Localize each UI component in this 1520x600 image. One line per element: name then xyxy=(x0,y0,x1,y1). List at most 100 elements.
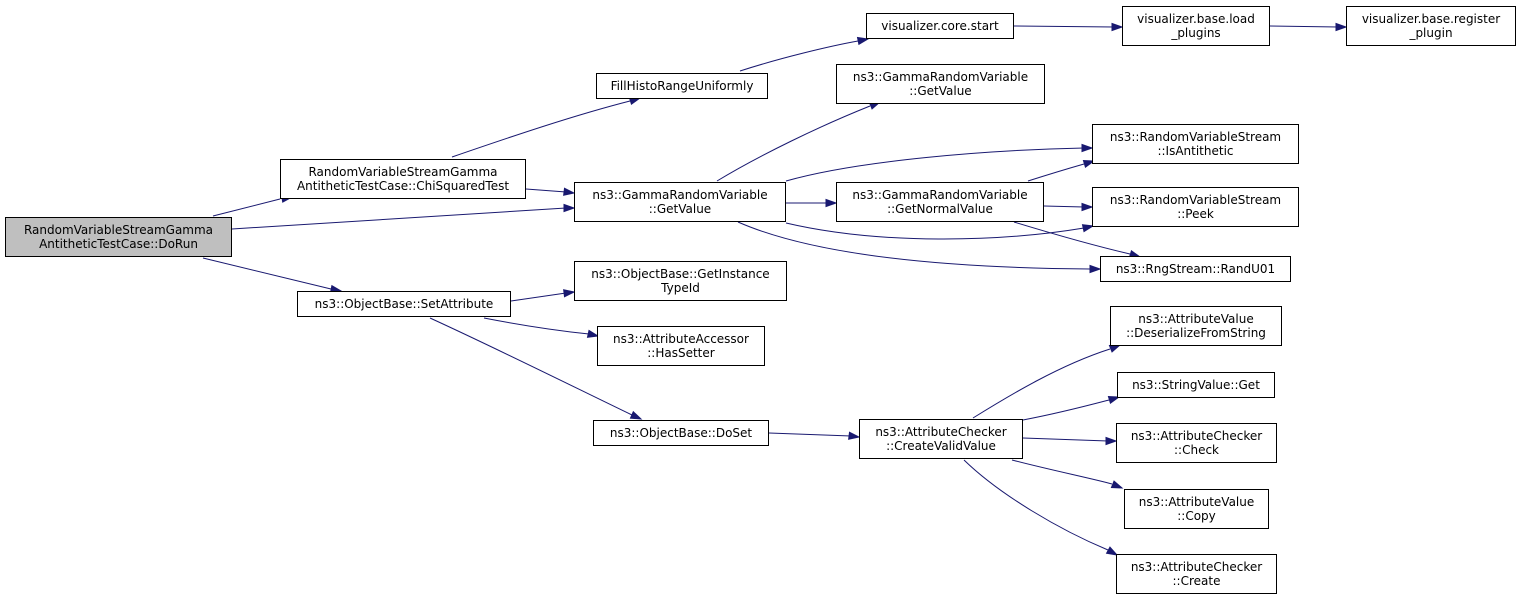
edge-normal-peek xyxy=(1043,202,1094,212)
node-peek-line1: ns3::RandomVariableStream xyxy=(1109,193,1282,207)
node-chisquaredtest-line2: AntitheticTestCase::ChiSquaredTest xyxy=(296,179,510,193)
node-randu01[interactable]: ns3::RngStream::RandU01 xyxy=(1100,256,1291,282)
node-hassetter[interactable]: ns3::AttributeAccessor::HasSetter xyxy=(597,326,765,366)
edge-normal-isanti xyxy=(1027,159,1096,182)
edge-setattr-hassetter xyxy=(483,317,600,338)
node-getinstancetypeid-line2: TypeId xyxy=(661,281,700,295)
node-fillhistorange-label: FillHistoRangeUniformly xyxy=(610,79,754,93)
node-isantithetic-line1: ns3::RandomVariableStream xyxy=(1109,130,1282,144)
edge-dorun-gamma xyxy=(231,203,576,230)
node-visualizer-load-plugins[interactable]: visualizer.base.load_plugins xyxy=(1122,6,1270,46)
node-dorun-line1: RandomVariableStreamGamma xyxy=(23,223,214,237)
edge-gamma-isanti xyxy=(785,143,1094,182)
edge-createvalid-deser xyxy=(972,344,1122,419)
node-gamma-getnormalvalue-line1: ns3::GammaRandomVariable xyxy=(852,188,1028,202)
edge-visload-visreg-arrowhead xyxy=(1335,22,1348,32)
edge-setattr-hassetter-arrowhead xyxy=(586,329,600,338)
node-visualizer-register-plugin-line1: visualizer.base.register xyxy=(1361,12,1501,26)
node-deserializefromstring-line2: ::DeserializeFromString xyxy=(1126,326,1266,340)
node-peek[interactable]: ns3::RandomVariableStream::Peek xyxy=(1092,187,1299,227)
edge-setattr-doset-arrowhead xyxy=(629,410,643,420)
node-copy-line2: ::Copy xyxy=(1177,509,1216,523)
edge-gamma-isanti-arrowhead xyxy=(1081,143,1094,153)
node-dorun-line2: AntitheticTestCase::DoRun xyxy=(39,237,198,251)
edge-createvalid-copy-arrowhead xyxy=(1110,480,1124,489)
node-check[interactable]: ns3::AttributeChecker::Check xyxy=(1116,423,1277,463)
edge-gamma-gammatop xyxy=(716,101,882,182)
edge-createvalid-check-arrowhead xyxy=(1105,436,1118,446)
node-isantithetic-line2: ::IsAntithetic xyxy=(1157,144,1234,158)
node-gamma-getvalue[interactable]: ns3::GammaRandomVariable::GetValue xyxy=(574,182,786,222)
edge-gamma-peek xyxy=(785,222,1095,240)
node-gamma-getnormalvalue[interactable]: ns3::GammaRandomVariable::GetNormalValue xyxy=(836,182,1044,222)
edge-gamma-randu-arrowhead xyxy=(1089,264,1102,274)
node-check-line2: ::Check xyxy=(1174,443,1219,457)
edge-createvalid-check xyxy=(1022,436,1118,446)
edge-gamma-randu xyxy=(737,221,1102,274)
node-setattribute[interactable]: ns3::ObjectBase::SetAttribute xyxy=(297,291,511,317)
node-check-line1: ns3::AttributeChecker xyxy=(1130,429,1263,443)
node-getinstancetypeid-line1: ns3::ObjectBase::GetInstance xyxy=(591,267,770,281)
node-chisquaredtest-line1: RandomVariableStreamGamma xyxy=(308,165,498,179)
edge-setattr-doset xyxy=(429,317,643,420)
node-visualizer-core-start[interactable]: visualizer.core.start xyxy=(866,13,1014,39)
edge-chisq-gamma-arrowhead xyxy=(563,187,576,196)
node-gamma-getvalue-top-line2: ::GetValue xyxy=(909,84,972,98)
edge-doset-createvalid xyxy=(768,431,861,440)
node-doset[interactable]: ns3::ObjectBase::DoSet xyxy=(593,420,769,446)
edge-visload-visreg xyxy=(1269,22,1348,32)
node-visualizer-load-plugins-line2: _plugins xyxy=(1171,26,1221,40)
edge-gamma-peek-arrowhead xyxy=(1081,224,1095,233)
node-gamma-getvalue-line2: ::GetValue xyxy=(648,202,712,216)
edge-viscore-visload-arrowhead xyxy=(1111,22,1124,32)
node-create[interactable]: ns3::AttributeChecker::Create xyxy=(1116,554,1277,594)
node-gamma-getvalue-top[interactable]: ns3::GammaRandomVariable::GetValue xyxy=(836,64,1045,104)
edge-gamma-normal-arrowhead xyxy=(825,198,838,208)
node-gamma-getvalue-line1: ns3::GammaRandomVariable xyxy=(592,188,768,202)
edge-dorun-gamma-arrowhead xyxy=(563,203,576,213)
edge-setattr-getinst-arrowhead xyxy=(563,289,576,298)
node-randu01-label: ns3::RngStream::RandU01 xyxy=(1115,262,1276,276)
edge-createvalid-strget-arrowhead xyxy=(1107,395,1121,405)
node-hassetter-line2: ::HasSetter xyxy=(647,346,715,360)
edge-doset-createvalid-arrowhead xyxy=(848,431,861,440)
node-create-line1: ns3::AttributeChecker xyxy=(1130,560,1263,574)
edge-gamma-normal xyxy=(786,198,838,208)
node-createvalidvalue[interactable]: ns3::AttributeChecker::CreateValidValue xyxy=(859,419,1023,459)
node-gamma-getvalue-top-line1: ns3::GammaRandomVariable xyxy=(852,70,1029,84)
node-createvalidvalue-line1: ns3::AttributeChecker xyxy=(875,425,1007,439)
node-hassetter-line1: ns3::AttributeAccessor xyxy=(613,332,749,346)
node-copy-line1: ns3::AttributeValue xyxy=(1138,495,1255,509)
edge-chisq-fill xyxy=(451,96,642,158)
edge-normal-randu xyxy=(1013,221,1142,259)
node-deserializefromstring-line1: ns3::AttributeValue xyxy=(1138,312,1254,326)
node-copy[interactable]: ns3::AttributeValue::Copy xyxy=(1124,489,1269,529)
node-visualizer-core-start-label: visualizer.core.start xyxy=(881,19,999,33)
edge-fill-viscore xyxy=(739,36,870,72)
node-gamma-getnormalvalue-line2: ::GetNormalValue xyxy=(887,202,993,216)
edge-createvalid-create xyxy=(963,459,1119,556)
node-deserializefromstring[interactable]: ns3::AttributeValue::DeserializeFromStri… xyxy=(1110,306,1282,346)
node-peek-line2: ::Peek xyxy=(1177,207,1214,221)
edge-viscore-visload xyxy=(1013,22,1124,32)
node-visualizer-register-plugin[interactable]: visualizer.base.register_plugin xyxy=(1346,6,1516,46)
edge-createvalid-create-arrowhead xyxy=(1105,546,1119,556)
node-doset-label: ns3::ObjectBase::DoSet xyxy=(609,426,753,440)
node-setattribute-label: ns3::ObjectBase::SetAttribute xyxy=(314,297,494,311)
node-create-line2: ::Create xyxy=(1172,574,1221,588)
edge-chisq-gamma xyxy=(525,187,576,196)
edge-normal-isanti-arrowhead xyxy=(1082,159,1096,169)
node-stringvalue-get[interactable]: ns3::StringValue::Get xyxy=(1117,372,1275,398)
edge-normal-peek-arrowhead xyxy=(1081,202,1094,212)
edge-dorun-setattr xyxy=(202,257,343,294)
edge-createvalid-strget xyxy=(1022,395,1121,421)
node-fillhistorange[interactable]: FillHistoRangeUniformly xyxy=(596,73,768,99)
edge-setattr-getinst xyxy=(510,289,576,302)
edge-createvalid-copy xyxy=(1011,459,1124,489)
node-isantithetic[interactable]: ns3::RandomVariableStream::IsAntithetic xyxy=(1092,124,1299,164)
node-visualizer-load-plugins-line1: visualizer.base.load xyxy=(1137,12,1255,26)
